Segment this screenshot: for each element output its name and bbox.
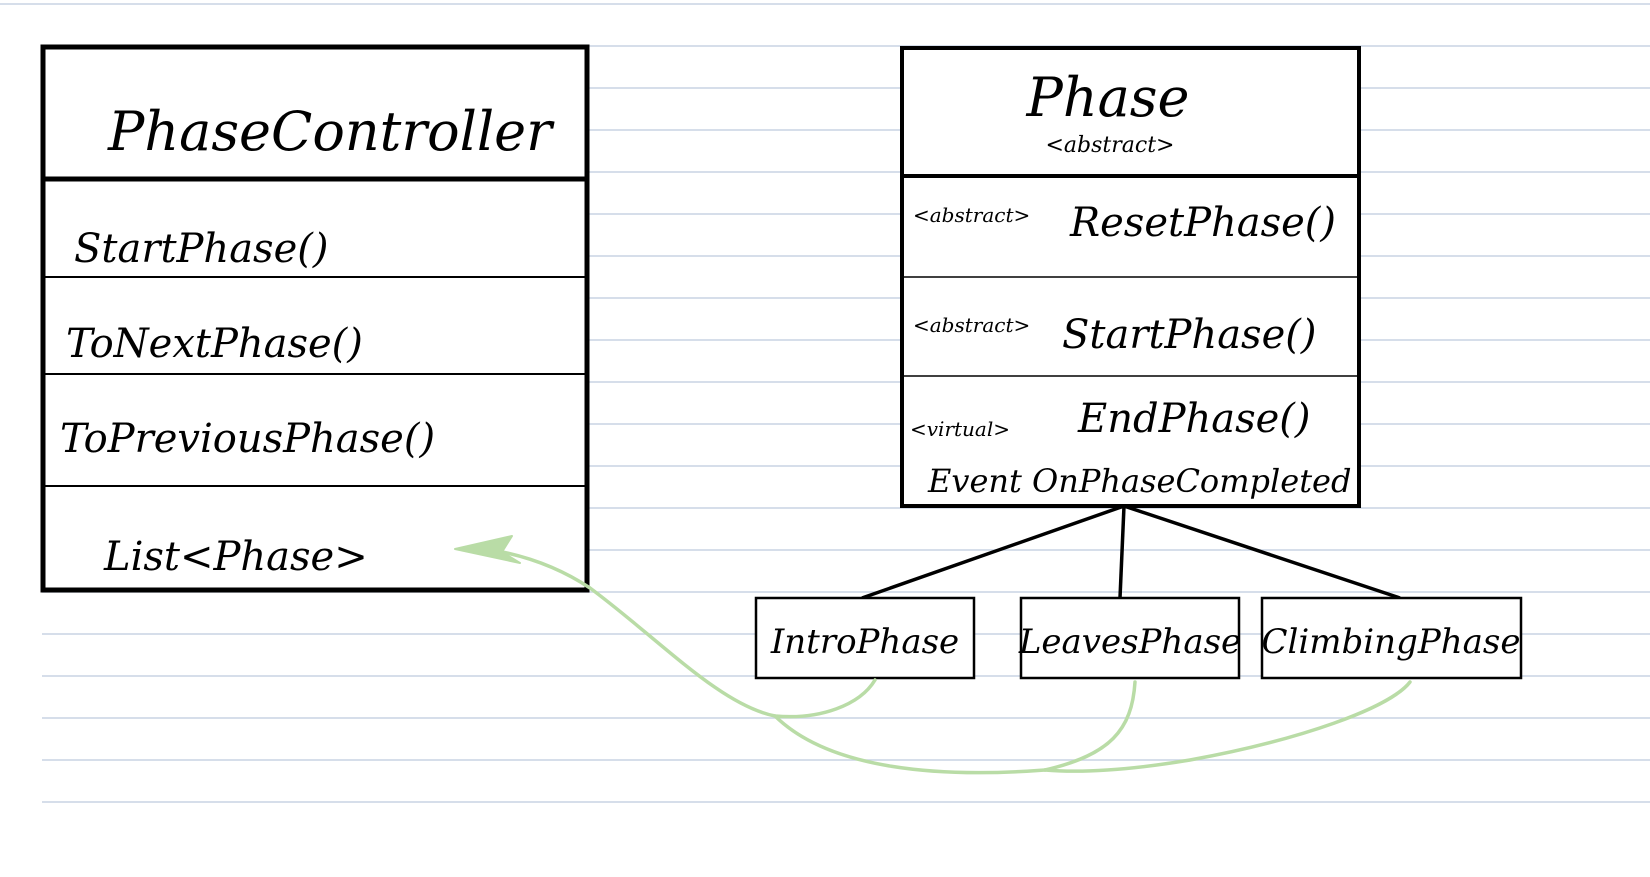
inheritance-lines xyxy=(861,504,1401,600)
end-phase-modifier: <virtual> xyxy=(910,417,1010,441)
phase-stereotype: <abstract> xyxy=(1046,133,1175,158)
on-phase-completed-event: Event OnPhaseCompleted xyxy=(927,462,1351,500)
leaves-phase-label: LeavesPhase xyxy=(1018,622,1241,662)
list-connector-arrowhead xyxy=(454,535,521,564)
phase-controller-class: PhaseController StartPhase() ToNextPhase… xyxy=(40,44,590,593)
list-connector xyxy=(468,545,1412,775)
field-phase-list: List<Phase> xyxy=(103,534,368,580)
leaves-phase-class: LeavesPhase xyxy=(1018,596,1241,680)
reset-phase-modifier: <abstract> xyxy=(913,203,1030,227)
climbing-phase-box xyxy=(1260,596,1523,680)
phase-controller-title: PhaseController xyxy=(107,100,555,163)
method-to-previous-phase: ToPreviousPhase() xyxy=(60,416,435,462)
intro-phase-class: IntroPhase xyxy=(754,596,976,680)
method-start-phase: StartPhase() xyxy=(74,226,328,272)
leaves-phase-box xyxy=(1019,596,1241,680)
start-phase-modifier: <abstract> xyxy=(913,313,1030,337)
climbing-phase-class: ClimbingPhase xyxy=(1260,596,1523,680)
end-phase-method: EndPhase() xyxy=(1077,396,1311,442)
reset-phase-method: ResetPhase() xyxy=(1069,200,1336,246)
climbing-phase-label: ClimbingPhase xyxy=(1262,622,1521,662)
intro-phase-box xyxy=(754,596,976,680)
phase-controller-box xyxy=(40,44,590,593)
phase-class: Phase <abstract> <abstract> ResetPhase()… xyxy=(900,46,1361,508)
start-phase-method: StartPhase() xyxy=(1062,312,1316,358)
intro-phase-label: IntroPhase xyxy=(770,622,959,662)
phase-title: Phase xyxy=(1026,66,1190,129)
method-to-next-phase: ToNextPhase() xyxy=(66,321,363,367)
